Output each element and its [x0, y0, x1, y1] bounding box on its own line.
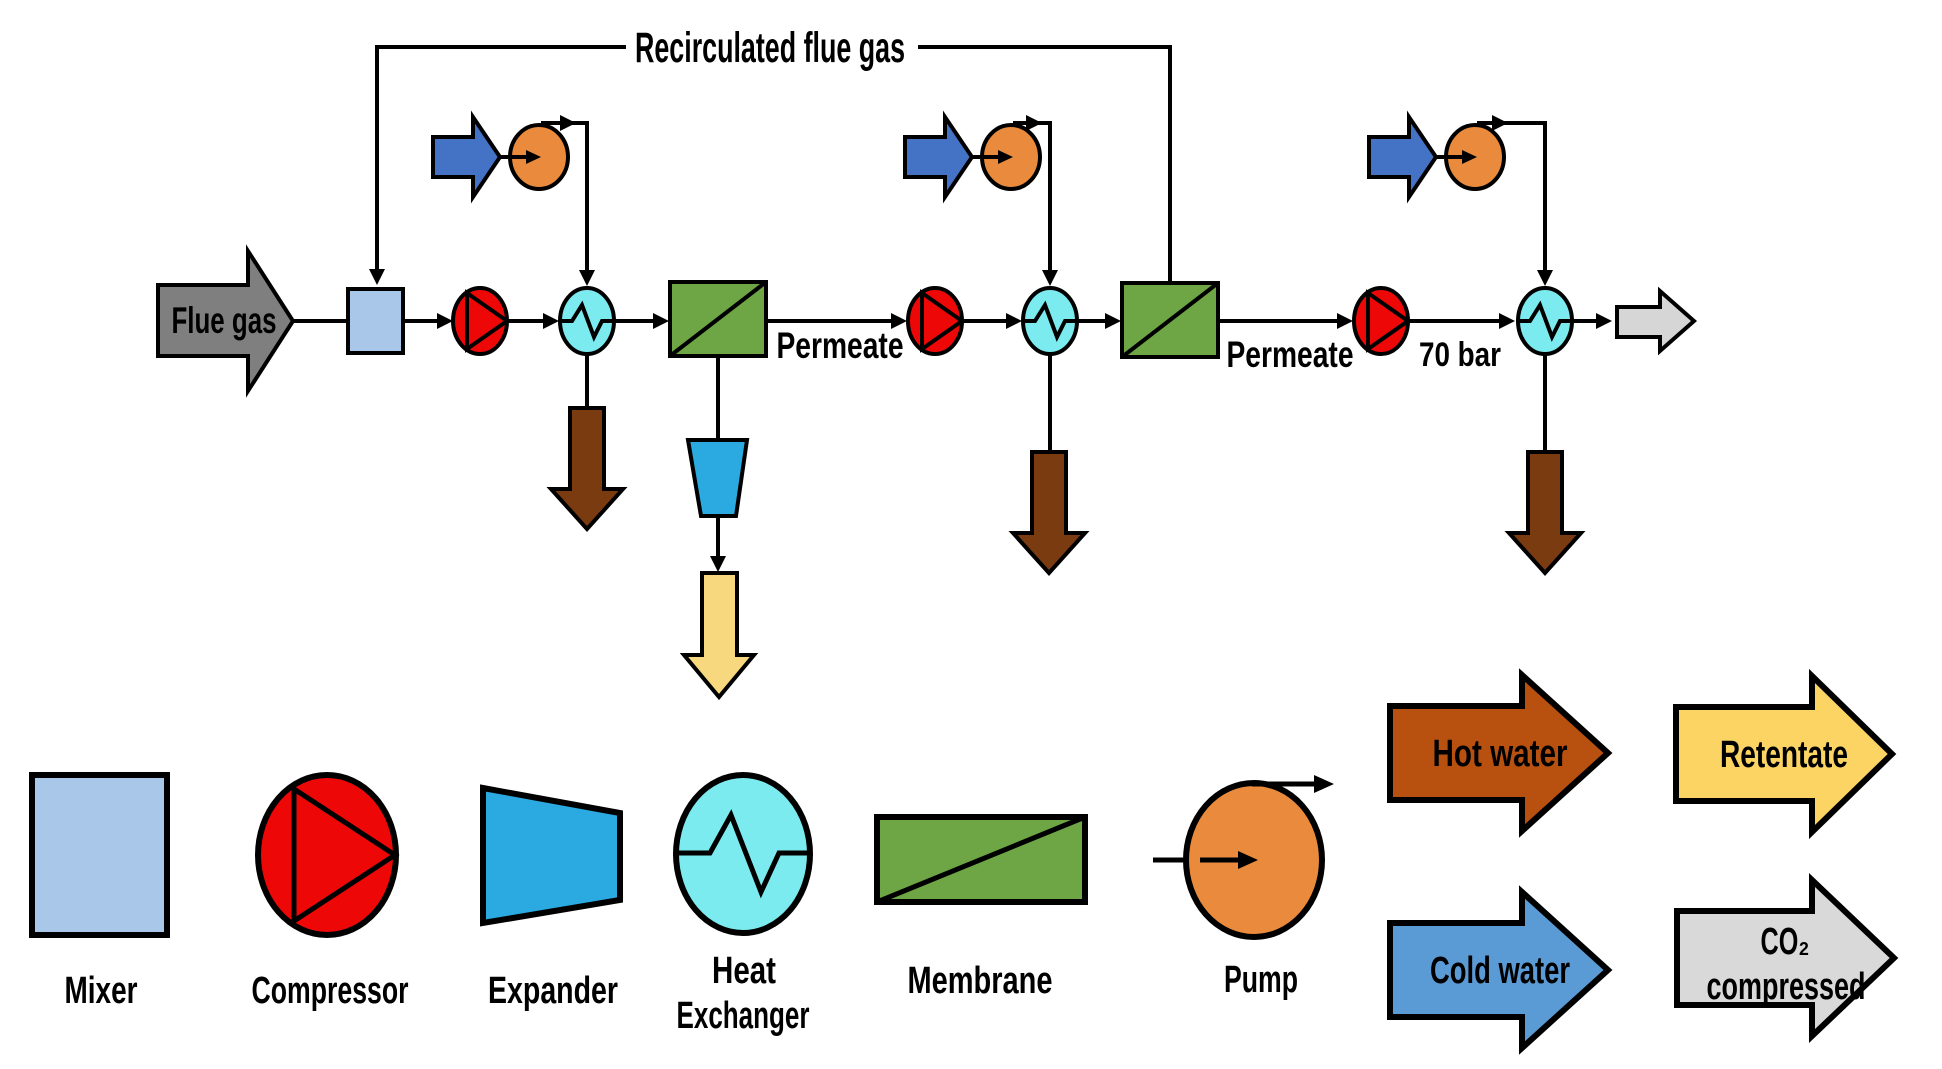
pump-2-discharge-line [1013, 115, 1058, 286]
label-backdrop [626, 26, 918, 68]
mixer-unit [346, 287, 405, 355]
legend-cold-water-label: Cold water [1430, 950, 1570, 992]
legend-item-compressor: Compressor [252, 772, 409, 1012]
compressor-2 [906, 286, 964, 356]
legend-co2-label-line1: CO₂ [1761, 921, 1810, 963]
legend-hot-water-label: Hot water [1433, 733, 1568, 775]
compressor-3 [1352, 286, 1410, 356]
co2-outlet-arrow [1615, 286, 1698, 356]
legend-co2-label-line2: compressed [1707, 966, 1866, 1008]
legend-compressor-icon [255, 772, 399, 938]
heat-exchanger-3 [1516, 286, 1574, 356]
legend-retentate-arrow [1673, 668, 1897, 840]
legend-hot-water-arrow [1387, 668, 1613, 838]
legend-compressor-label: Compressor [252, 970, 409, 1012]
expander-unit [685, 438, 750, 518]
hot-water-outlet-1 [549, 354, 625, 531]
legend-item-heat-exchanger: Heat Exchanger [673, 772, 813, 1037]
legend: Mixer Compressor Expander Heat Exchanger… [29, 668, 1899, 1055]
heat-exchanger-2 [1021, 286, 1079, 356]
legend-cold-water-arrow [1387, 885, 1613, 1055]
retentate-arrow [679, 571, 759, 701]
pump-assembly-3 [1367, 115, 1506, 199]
legend-item-expander: Expander [480, 784, 623, 1012]
legend-membrane-label: Membrane [908, 960, 1053, 1002]
flue-gas-inlet: Flue gas [156, 244, 296, 398]
retentate-branch [679, 356, 759, 701]
membrane-2 [1120, 281, 1220, 359]
compressor-1 [451, 286, 509, 356]
flue-gas-arrow [156, 244, 296, 398]
legend-item-cold-water: Cold water [1387, 885, 1613, 1055]
permeate-label-1: Permeate [777, 325, 904, 366]
hot-water-outlet-2 [1011, 354, 1087, 575]
pressure-label: 70 bar [1419, 336, 1501, 374]
legend-heat-exchanger-label-line1: Heat [712, 950, 776, 992]
pump-1-discharge-line [541, 115, 595, 286]
legend-item-pump: Pump [1153, 775, 1334, 1001]
legend-mixer-icon [29, 772, 170, 938]
legend-expander-icon [480, 784, 623, 927]
flue-gas-label: Flue gas [172, 300, 277, 341]
recirculated-flue-gas-label: Recirculated flue gas [635, 24, 905, 72]
legend-item-hot-water: Hot water [1387, 668, 1613, 838]
legend-mixer-label: Mixer [65, 970, 138, 1012]
legend-co2-arrow [1674, 873, 1899, 1043]
legend-retentate-label: Retentate [1720, 734, 1848, 776]
legend-heat-exchanger-label-line2: Exchanger [677, 995, 810, 1037]
membrane-1 [668, 280, 768, 358]
pump-assembly-2 [903, 115, 1042, 199]
pump-3-discharge-line [1477, 115, 1553, 286]
recirculation-loop: Recirculated flue gas [369, 24, 1172, 285]
heat-exchanger-1 [558, 286, 616, 356]
legend-item-retentate: Retentate [1673, 668, 1897, 840]
legend-pump-label: Pump [1224, 959, 1298, 1001]
legend-item-mixer: Mixer [29, 772, 170, 1012]
permeate-label-2: Permeate [1227, 334, 1354, 375]
pump-assembly-1 [431, 115, 570, 199]
legend-item-membrane: Membrane [874, 814, 1088, 1002]
hot-water-outlet-3 [1507, 354, 1583, 575]
legend-expander-label: Expander [488, 970, 618, 1012]
legend-item-co2-compressed: CO₂ compressed [1674, 873, 1899, 1043]
